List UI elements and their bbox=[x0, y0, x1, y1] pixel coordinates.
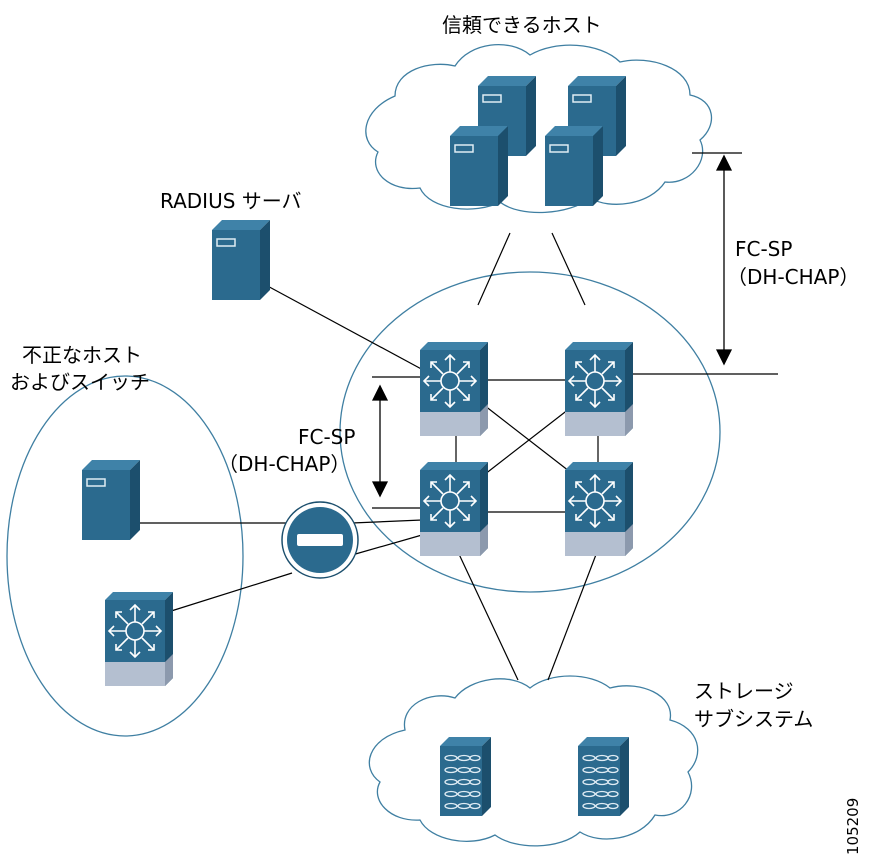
rogue-ellipse bbox=[6, 375, 244, 737]
storage-cloud bbox=[368, 675, 699, 847]
trusted-hosts-cloud bbox=[365, 43, 713, 214]
radius-server-icon bbox=[211, 219, 271, 301]
rogue-switch-icon bbox=[104, 591, 174, 687]
fabric-ellipse bbox=[339, 271, 721, 593]
trusted-hosts-label: 信頼できるホスト bbox=[442, 13, 602, 37]
fcsp-arrow-right bbox=[715, 154, 733, 366]
switch-icon bbox=[419, 461, 489, 557]
figure-id: 105209 bbox=[844, 798, 862, 855]
storage-icon bbox=[577, 736, 630, 817]
rogue-server-icon bbox=[81, 459, 141, 541]
fcsp-arrow-left bbox=[371, 384, 389, 498]
switch-icon bbox=[564, 341, 634, 437]
fcsp-left-label: FC-SP bbox=[298, 425, 355, 449]
rogue-sublabel: およびスイッチ bbox=[10, 370, 150, 394]
storage-icon bbox=[439, 736, 492, 817]
storage-label: ストレージ bbox=[694, 679, 794, 703]
fcsp-left-sublabel: （DH-CHAP） bbox=[218, 452, 350, 476]
rogue-label: 不正なホスト bbox=[22, 343, 142, 367]
switch-icon bbox=[564, 461, 634, 557]
storage-sublabel: サブシステム bbox=[694, 707, 813, 731]
blocked-icon bbox=[281, 501, 359, 579]
fcsp-right-sublabel: （DH-CHAP） bbox=[727, 265, 859, 289]
server-icon bbox=[544, 125, 604, 207]
radius-server-label: RADIUS サーバ bbox=[160, 189, 302, 213]
server-icon bbox=[449, 125, 509, 207]
fcsp-right-label: FC-SP bbox=[735, 237, 792, 261]
switch-icon bbox=[419, 341, 489, 437]
